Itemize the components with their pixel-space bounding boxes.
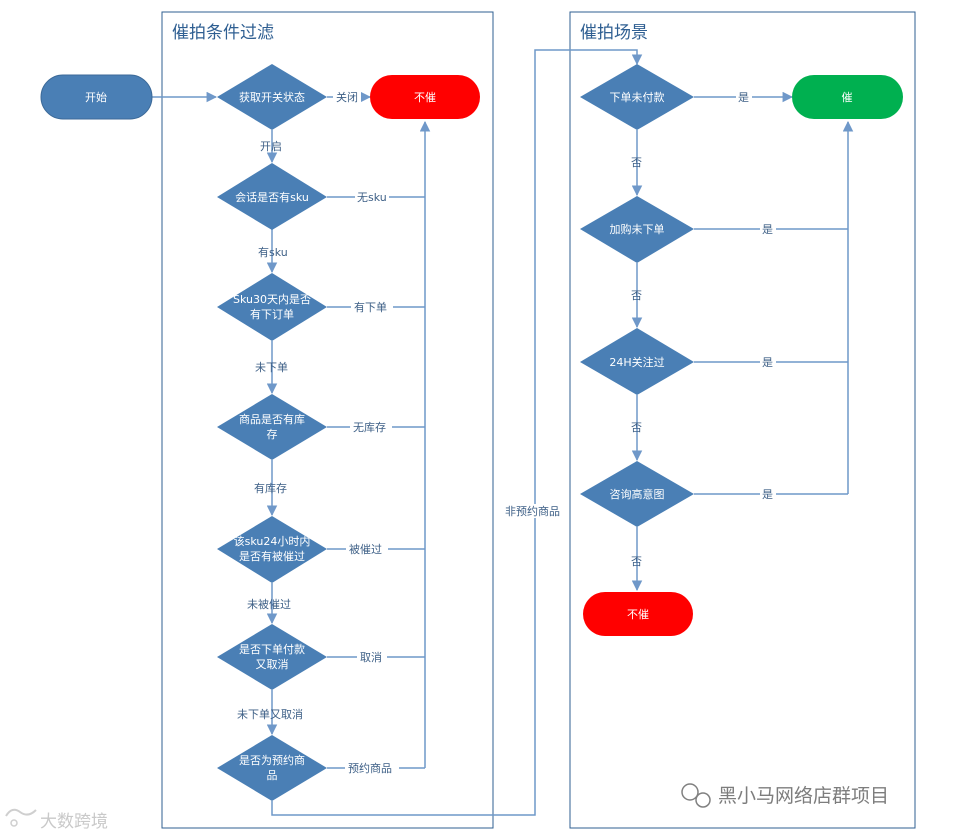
- no-urge-top-terminal[interactable]: [370, 75, 480, 119]
- switch-status-label: 获取开关状态: [239, 90, 305, 104]
- urged-24h-label-1: 该sku24小时内: [234, 534, 311, 548]
- watermark-left-icon: [5, 808, 37, 817]
- watermark-right-text: 黑小马网络店群项目: [718, 785, 889, 807]
- urged-24h-decision[interactable]: [217, 516, 327, 583]
- wechat-icon-bubble-1: [681, 783, 699, 801]
- filter-panel-title: 催拍条件过滤: [172, 23, 274, 43]
- consult-label: 咨询高意图: [610, 487, 665, 501]
- edge-label-out-of-stock: 无库存: [353, 420, 386, 434]
- session-sku-decision[interactable]: [217, 163, 327, 230]
- consult-decision[interactable]: [580, 461, 694, 527]
- start-terminal[interactable]: [40, 74, 153, 120]
- edge-label-no-4: 否: [631, 555, 642, 568]
- scene-panel: [569, 11, 916, 829]
- stock-label-2: 存: [267, 427, 278, 441]
- edge-label-yes-1: 是: [738, 91, 749, 104]
- urge-terminal[interactable]: [792, 75, 903, 119]
- edge-label-yes-3: 是: [762, 356, 773, 369]
- edge-label-yes-2: 是: [762, 223, 773, 236]
- edge-label-no-sku: 无sku: [357, 191, 387, 204]
- cart-decision[interactable]: [580, 196, 694, 263]
- edge-non-presale: [271, 49, 643, 816]
- edge-label-no-1: 否: [631, 156, 642, 169]
- presale-label-2: 品: [267, 769, 278, 782]
- no-urge-bottom-terminal[interactable]: [583, 592, 693, 636]
- wechat-icon-bubble-2: [695, 792, 711, 808]
- scene-connectors: [631, 91, 854, 592]
- edge-label-no-2: 否: [631, 289, 642, 302]
- edge-label-no-3: 否: [631, 421, 642, 434]
- sku30-order-decision[interactable]: [217, 273, 327, 341]
- sku30-order-label-2: 有下订单: [250, 307, 294, 321]
- urged-24h-label-2: 是否有被催过: [239, 549, 305, 563]
- paid-cancel-decision[interactable]: [217, 624, 327, 690]
- scene-panel-title: 催拍场景: [580, 23, 648, 43]
- start-label: 开始: [85, 90, 107, 104]
- edge-label-not-urged: 未被催过: [247, 597, 291, 611]
- watermark-left-dot: [10, 819, 18, 827]
- edge-label-has-order: 有下单: [354, 300, 387, 314]
- edge-label-yes-4: 是: [762, 488, 773, 501]
- switch-status-decision[interactable]: [217, 64, 327, 130]
- paid-cancel-label-1: 是否下单付款: [239, 642, 305, 656]
- presale-label-1: 是否为预约商: [239, 753, 305, 767]
- edge-label-opened: 开启: [260, 140, 282, 153]
- watermark-left: 大数跨境: [5, 808, 108, 832]
- watermark-right: 黑小马网络店群项目: [681, 783, 889, 808]
- follow-24h-label: 24H关注过: [609, 355, 664, 369]
- filter-connectors: [152, 49, 643, 816]
- paid-cancel-label-2: 又取消: [256, 657, 289, 671]
- unpaid-decision[interactable]: [580, 64, 694, 130]
- session-sku-label: 会话是否有sku: [235, 190, 309, 204]
- stock-decision[interactable]: [217, 394, 327, 460]
- edge-label-has-sku: 有sku: [258, 245, 288, 259]
- sku30-order-label-1: Sku30天内是否: [233, 292, 311, 306]
- no-urge-top-label: 不催: [414, 90, 436, 104]
- edge-label-in-stock: 有库存: [254, 481, 287, 495]
- edge-label-not-cancelled: 未下单又取消: [237, 707, 303, 721]
- no-urge-bottom-label: 不催: [627, 607, 649, 621]
- edge-label-presale: 预约商品: [348, 761, 392, 775]
- edge-label-non-presale: 非预约商品: [505, 504, 560, 518]
- unpaid-label: 下单未付款: [610, 90, 665, 104]
- watermark-left-text: 大数跨境: [40, 812, 108, 832]
- cart-label: 加购未下单: [610, 222, 665, 236]
- edge-label-cancelled: 取消: [360, 650, 382, 664]
- presale-decision[interactable]: [217, 735, 327, 801]
- edge-label-closed: 关闭: [336, 90, 358, 104]
- edge-label-no-order: 未下单: [255, 361, 288, 374]
- follow-24h-decision[interactable]: [580, 328, 694, 395]
- urge-label: 催: [842, 90, 853, 104]
- edge-label-urged: 被催过: [349, 542, 382, 556]
- filter-panel: [161, 11, 494, 829]
- stock-label-1: 商品是否有库: [239, 412, 305, 426]
